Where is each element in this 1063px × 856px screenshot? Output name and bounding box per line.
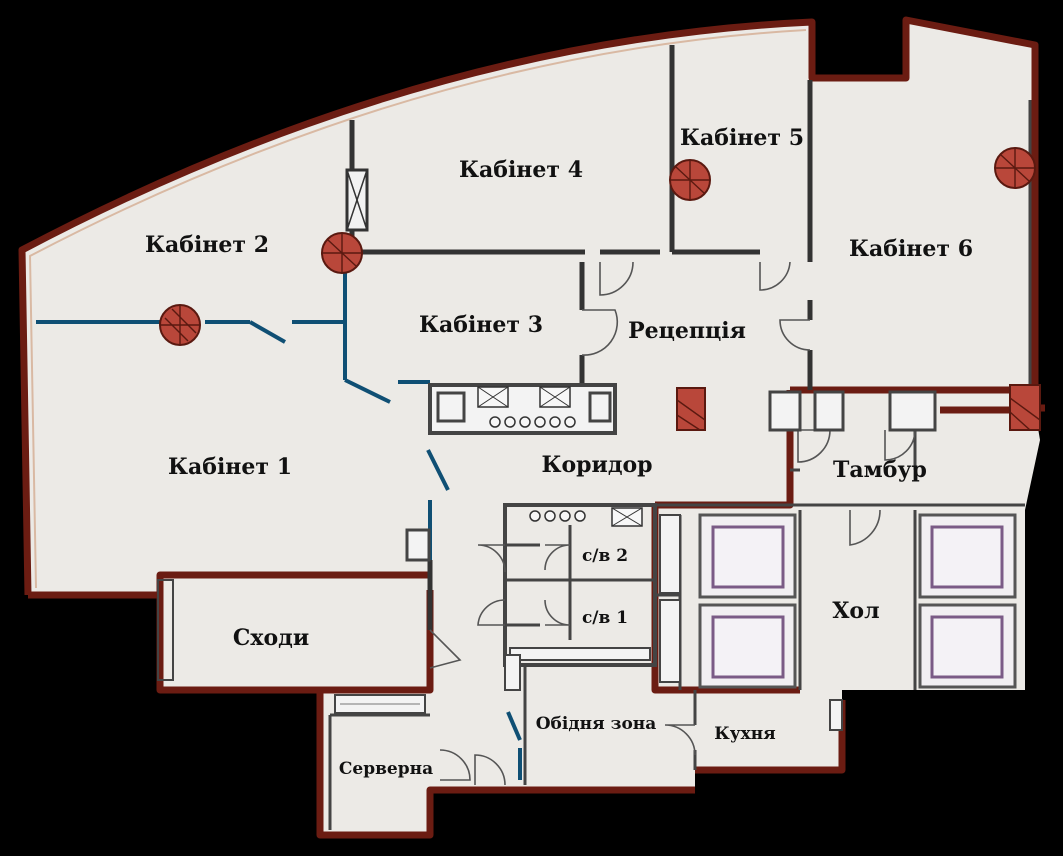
utility-fixtures — [334, 386, 843, 731]
room-label-wc-1: с/в 1 — [582, 608, 628, 628]
room-label-cabinet-1: Кабінет 1 — [168, 454, 292, 480]
room-label-kitchen: Кухня — [714, 724, 775, 744]
column-square — [676, 387, 706, 431]
room-label-corridor: Коридор — [541, 452, 652, 478]
room-label-reception: Рецепція — [628, 318, 746, 344]
column-square — [1009, 384, 1041, 431]
lift-cabin — [698, 513, 797, 599]
column-round — [321, 232, 363, 274]
outer-walls — [18, 16, 1045, 839]
room-label-wc-2: с/в 2 — [582, 546, 628, 566]
lift-cabin — [698, 603, 797, 689]
column-round — [159, 304, 201, 346]
shafts — [157, 168, 937, 681]
room-label-server: Серверна — [339, 759, 433, 779]
room-label-cabinet-6: Кабінет 6 — [849, 236, 973, 262]
column-round — [994, 147, 1036, 189]
lift-cabin — [918, 513, 1017, 599]
room-labels: Кабінет 1 Кабінет 2 Кабінет 3 Кабінет 4 … — [145, 125, 973, 779]
doors — [429, 261, 916, 786]
column-round — [669, 159, 711, 201]
lift-cabin — [918, 603, 1017, 689]
room-label-cabinet-5: Кабінет 5 — [680, 125, 804, 151]
room-label-hall: Хол — [832, 598, 879, 624]
room-label-vestibule: Тамбур — [833, 457, 927, 483]
room-label-cabinet-4: Кабінет 4 — [459, 157, 583, 183]
lifts — [659, 513, 1017, 689]
room-label-cabinet-2: Кабінет 2 — [145, 232, 269, 258]
room-label-stairs: Сходи — [233, 625, 309, 651]
room-label-cabinet-3: Кабінет 3 — [419, 312, 543, 338]
columns — [159, 147, 1041, 431]
room-label-dining: Обідня зона — [536, 714, 657, 734]
